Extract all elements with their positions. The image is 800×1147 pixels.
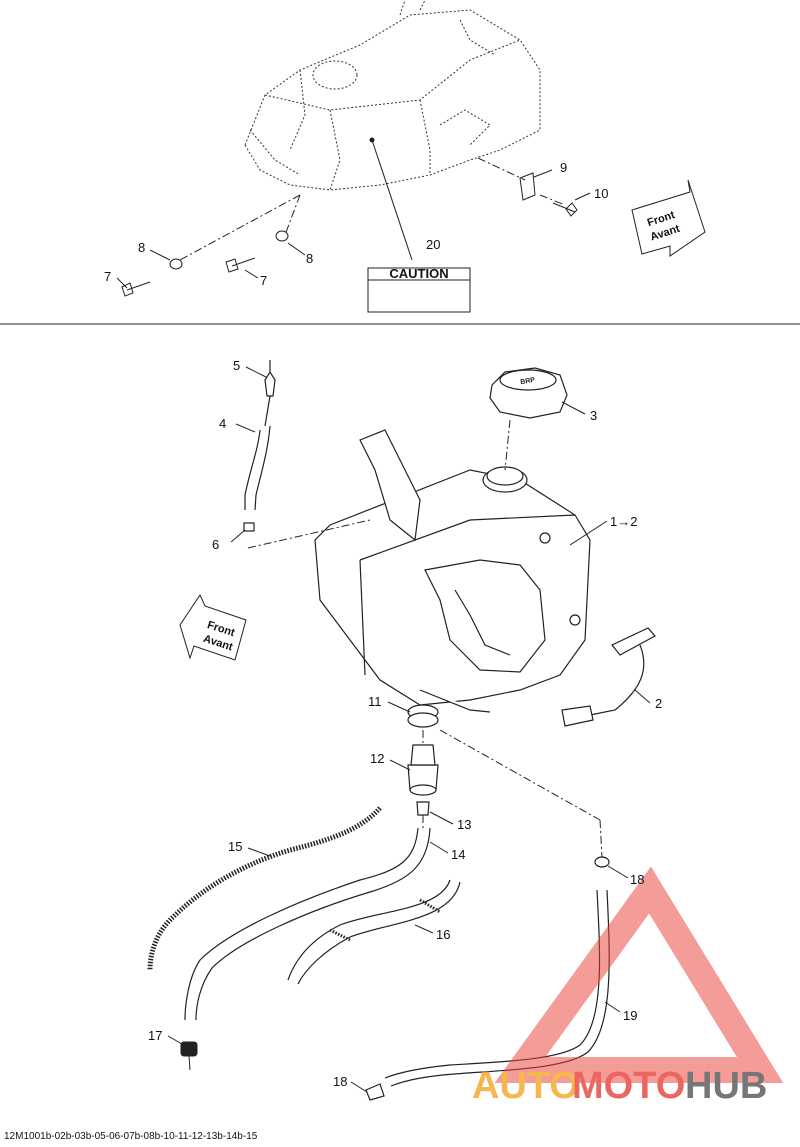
callout-9: 9: [560, 160, 567, 175]
watermark-logo: AUTO MOTO HUB: [472, 866, 784, 1107]
callout-leaders-bottom: [167, 366, 651, 1093]
callout-11: 11: [368, 694, 382, 709]
hose-16-part: [287, 879, 461, 985]
fuel-sensor-harness-part: [561, 627, 656, 727]
svg-text:BRP: BRP: [520, 377, 536, 387]
callout-3: 3: [590, 408, 597, 423]
callout-8b: 8: [306, 251, 313, 266]
vehicle-body-drawing: [244, 0, 541, 191]
callout-10: 10: [594, 186, 608, 201]
callout-1-2: 1→2: [610, 514, 637, 529]
callout-numbers: 20 9 10 8 8 7 7 5 3 4 1→2 6 2 11 12 13 1…: [104, 160, 662, 1089]
top-section-parts: [116, 137, 591, 297]
fuel-tank-drawing: [314, 429, 591, 713]
callout-5: 5: [233, 358, 240, 373]
fuel-hose-part: [184, 827, 431, 1021]
callout-7b: 7: [260, 273, 267, 288]
callout-14: 14: [451, 847, 465, 862]
watermark-part3: HUB: [685, 1065, 767, 1107]
callout-7a: 7: [104, 269, 111, 284]
callout-4: 4: [219, 416, 226, 431]
watermark-part1: AUTO: [472, 1065, 579, 1107]
callout-15: 15: [228, 839, 242, 854]
callout-16: 16: [436, 927, 450, 942]
caution-label-part: CAUTION: [367, 266, 471, 313]
callout-19: 19: [623, 1008, 637, 1023]
watermark-part2: MOTO: [572, 1065, 685, 1107]
callout-12: 12: [370, 751, 384, 766]
callout-20: 20: [426, 237, 440, 252]
callout-2: 2: [655, 696, 662, 711]
callout-8a: 8: [138, 240, 145, 255]
spring-guard-part: [147, 806, 382, 971]
caution-label-text: CAUTION: [389, 266, 448, 281]
callout-13: 13: [457, 817, 471, 832]
callout-17: 17: [148, 1028, 162, 1043]
vent-tube-part: [243, 360, 276, 532]
front-arrow-top: Front Avant: [631, 179, 706, 257]
front-arrow-bottom: Front Avant: [179, 593, 247, 661]
assembly-lines-bottom: [247, 419, 603, 858]
clamp-17-part: [180, 1041, 198, 1071]
drawing-code: 12M1001b-02b-03b-05-06-07b-08b-10-11-12-…: [4, 1131, 258, 1142]
callout-6: 6: [212, 537, 219, 552]
callout-18b: 18: [333, 1074, 347, 1089]
callout-18a: 18: [630, 872, 644, 887]
pump-fitting-parts: [407, 704, 439, 816]
fuel-cap-part: BRP: [489, 367, 568, 419]
